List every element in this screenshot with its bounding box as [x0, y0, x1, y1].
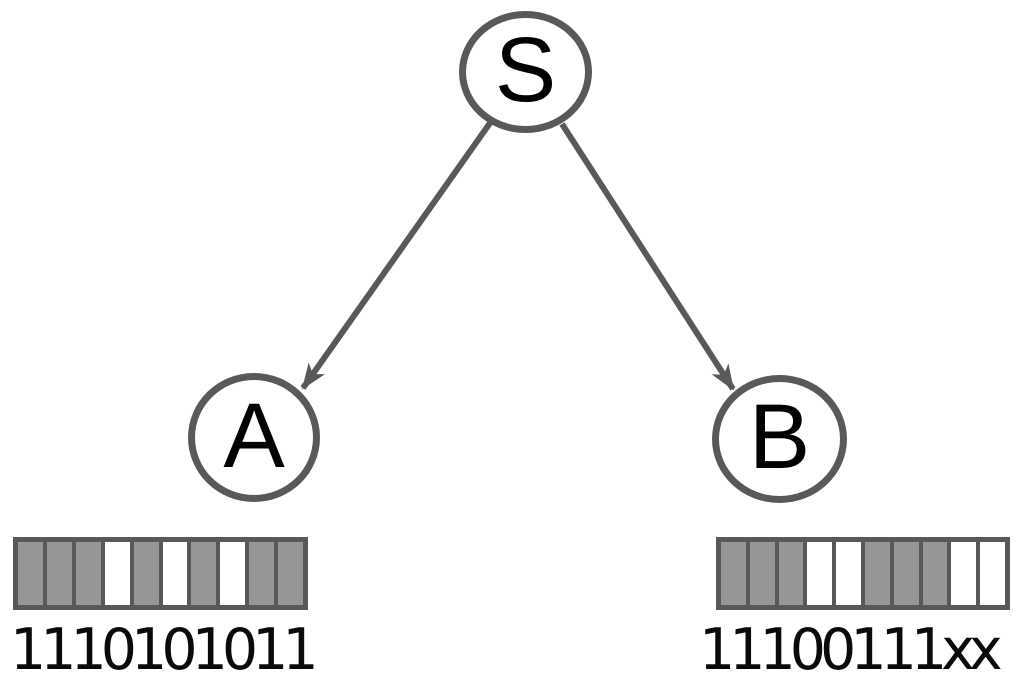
bit-cell-1 — [776, 540, 806, 607]
bit-array-a — [13, 537, 308, 610]
bit-cell-0 — [805, 540, 835, 607]
bit-cell-1 — [276, 540, 306, 607]
bitstring-a: 1110101011 — [10, 617, 319, 683]
node-s: S — [459, 11, 592, 133]
node-a: A — [188, 373, 320, 502]
bit-cell-0 — [218, 540, 248, 607]
edge-s-b-arrow — [559, 122, 736, 391]
bit-cell-1 — [73, 540, 103, 607]
bit-cell-1 — [891, 540, 921, 607]
bit-array-b — [716, 537, 1010, 610]
bit-cell-x — [978, 540, 1007, 607]
node-b-label: B — [748, 386, 811, 488]
bit-cell-0 — [834, 540, 863, 607]
bit-cell-1 — [862, 540, 892, 607]
node-b: B — [712, 375, 847, 503]
bit-cell-x — [949, 540, 979, 607]
bit-cell-1 — [189, 540, 219, 607]
bitstring-b: 11100111xx — [699, 617, 1003, 683]
bit-cell-0 — [102, 540, 132, 607]
bit-cell-1 — [920, 540, 950, 607]
edge-s-a-arrow — [300, 121, 493, 390]
bit-cell-1 — [747, 540, 777, 607]
bit-cell-1 — [44, 540, 74, 607]
bit-cell-0 — [160, 540, 190, 607]
bit-cell-1 — [719, 540, 748, 607]
node-s-label: S — [494, 19, 557, 121]
bit-cell-1 — [131, 540, 161, 607]
bit-cell-1 — [247, 540, 277, 607]
bit-cell-1 — [16, 540, 45, 607]
node-a-label: A — [223, 384, 285, 487]
